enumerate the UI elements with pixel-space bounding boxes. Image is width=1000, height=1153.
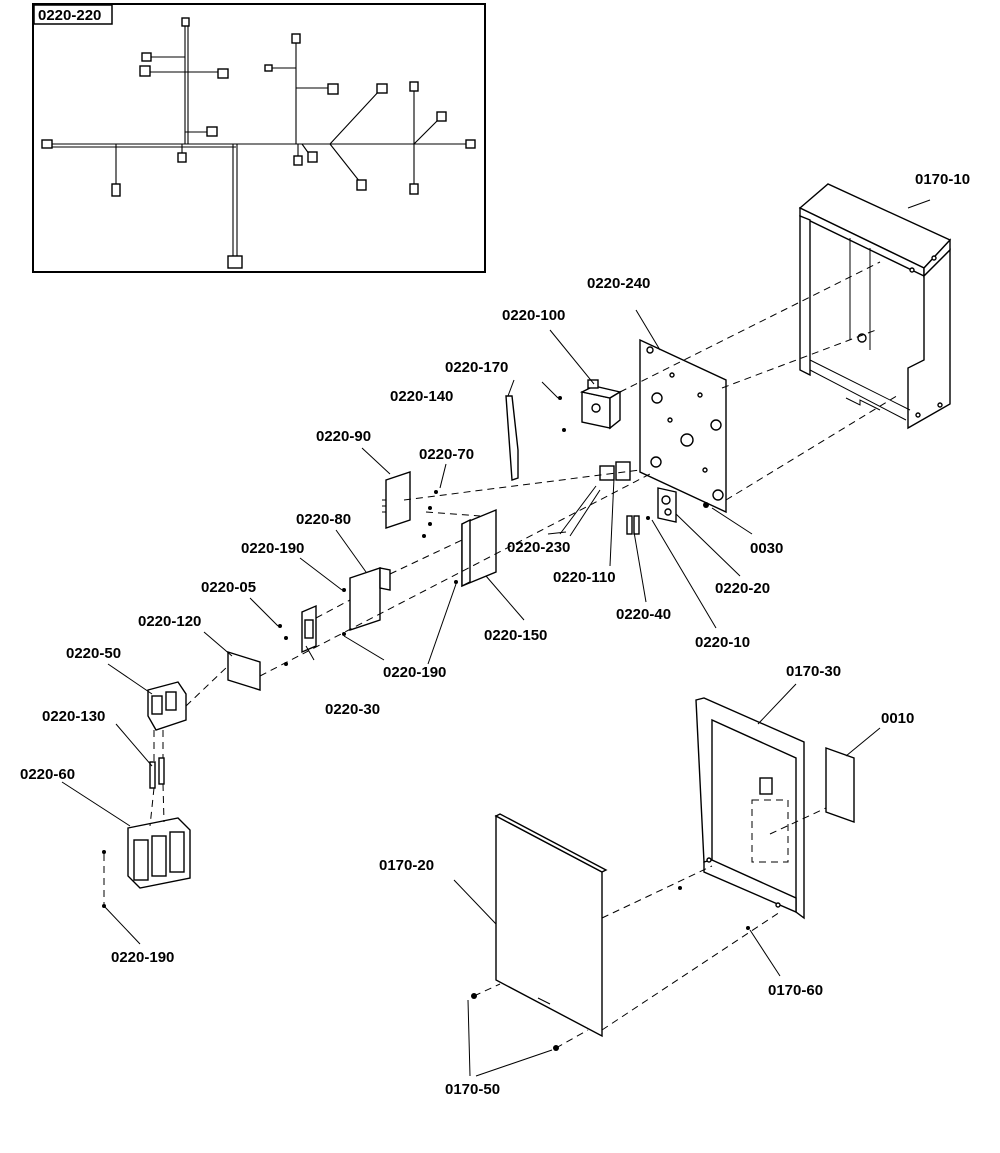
callout-0220-05: 0220-05 [201, 579, 256, 596]
decal [825, 747, 855, 823]
callout-0220-50: 0220-50 [66, 645, 121, 662]
enclosure-box [798, 183, 952, 430]
fuse-pair [626, 515, 640, 535]
front-cover [494, 813, 608, 1038]
bracket [349, 567, 391, 631]
screws [102, 396, 750, 1051]
switch-block [599, 461, 631, 481]
callout-0220-90: 0220-90 [316, 428, 371, 445]
callout-0220-240: 0220-240 [587, 275, 650, 292]
callout-0220-20: 0220-20 [715, 580, 770, 597]
assembly-lines [103, 261, 901, 1049]
callout-labels: 0170-10 0220-240 0220-100 0220-170 0220-… [20, 171, 970, 1098]
spacer-pair [149, 757, 165, 789]
drive-rod [505, 395, 519, 481]
callout-0170-60: 0170-60 [768, 982, 823, 999]
terminal-block [579, 379, 622, 430]
harness-connectors [41, 17, 476, 269]
callout-0220-170: 0220-170 [445, 359, 508, 376]
harness-wires [50, 22, 470, 258]
circuit-board [382, 471, 411, 529]
mounting-plate [461, 508, 497, 588]
callout-0220-190-b: 0220-190 [383, 664, 446, 681]
callout-0220-130: 0220-130 [42, 708, 105, 725]
thermostat-module [301, 604, 317, 654]
callout-0220-230: 0220-230 [507, 539, 570, 556]
callout-0220-150: 0220-150 [484, 627, 547, 644]
inset-harness-panel: 0220-220 [32, 3, 486, 273]
callout-0220-100: 0220-100 [502, 307, 565, 324]
callout-0220-10: 0220-10 [695, 634, 750, 651]
callout-0220-190-c: 0220-190 [111, 949, 174, 966]
probe-wires [559, 485, 601, 537]
callout-0220-190-a: 0220-190 [241, 540, 304, 557]
callout-0220-120: 0220-120 [138, 613, 201, 630]
back-panel [639, 338, 727, 514]
callout-0220-40: 0220-40 [616, 606, 671, 623]
callout-0010: 0010 [881, 710, 914, 727]
callout-0220-80: 0220-80 [296, 511, 351, 528]
lower-contactor [127, 817, 191, 889]
callout-0220-70: 0220-70 [419, 446, 474, 463]
callout-0220-110: 0220-110 [553, 569, 616, 586]
inset-title: 0220-220 [38, 7, 101, 24]
leader-lines [61, 199, 931, 1077]
panel-relay [657, 487, 677, 523]
callout-0170-10: 0170-10 [915, 171, 970, 188]
callout-0220-140: 0220-140 [390, 388, 453, 405]
label-sheet [227, 651, 261, 691]
callout-0030: 0030 [750, 540, 783, 557]
callout-0220-30: 0220-30 [325, 701, 380, 718]
callout-0170-30: 0170-30 [786, 663, 841, 680]
callout-0170-50: 0170-50 [445, 1081, 500, 1098]
upper-contactor [147, 681, 187, 731]
callout-0220-60: 0220-60 [20, 766, 75, 783]
callout-0170-20: 0170-20 [379, 857, 434, 874]
door-frame [695, 697, 805, 920]
